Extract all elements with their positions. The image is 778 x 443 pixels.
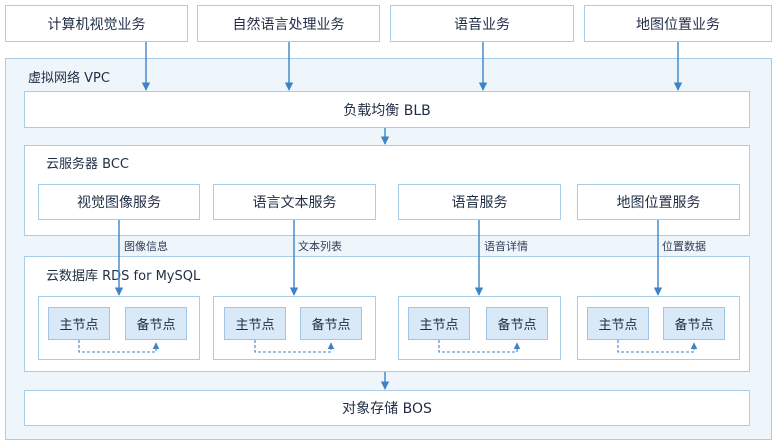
- business-map: 地图位置业务: [584, 5, 772, 42]
- edge-label-location-data: 位置数据: [662, 240, 706, 253]
- bcc-title: 云服务器 BCC: [46, 157, 129, 172]
- business-speech-label: 语音业务: [454, 16, 510, 33]
- vpc-title: 虚拟网络 VPC: [28, 71, 110, 86]
- backup-node-1: 备节点: [125, 307, 187, 340]
- blb-box: 负载均衡 BLB: [24, 91, 750, 128]
- backup-node-4: 备节点: [663, 307, 725, 340]
- service-map-label: 地图位置服务: [616, 195, 701, 211]
- primary-node-1: 主节点: [48, 307, 110, 340]
- backup-node-3: 备节点: [486, 307, 548, 340]
- service-speech-label: 语音服务: [451, 195, 508, 211]
- business-cv-label: 计算机视觉业务: [47, 16, 146, 33]
- backup-node-2-label: 备节点: [311, 318, 351, 333]
- service-text: 语言文本服务: [213, 184, 376, 220]
- edge-label-text-list: 文本列表: [298, 240, 342, 253]
- backup-node-3-label: 备节点: [497, 318, 537, 333]
- edge-label-image-info: 图像信息: [124, 240, 168, 253]
- primary-node-2-label: 主节点: [235, 318, 275, 333]
- primary-node-4: 主节点: [587, 307, 649, 340]
- bos-box: 对象存储 BOS: [24, 390, 750, 426]
- business-nlp: 自然语言处理业务: [197, 5, 380, 42]
- service-vision: 视觉图像服务: [38, 184, 200, 220]
- edge-label-speech-detail: 语音详情: [484, 240, 528, 253]
- primary-node-2: 主节点: [224, 307, 286, 340]
- business-nlp-label: 自然语言处理业务: [232, 16, 345, 33]
- primary-node-4-label: 主节点: [598, 318, 638, 333]
- backup-node-4-label: 备节点: [674, 318, 714, 333]
- primary-node-3: 主节点: [408, 307, 470, 340]
- backup-node-1-label: 备节点: [136, 318, 176, 333]
- primary-node-3-label: 主节点: [419, 318, 459, 333]
- service-speech: 语音服务: [398, 184, 561, 220]
- service-text-label: 语言文本服务: [252, 195, 337, 211]
- blb-label: 负载均衡 BLB: [343, 102, 431, 119]
- business-map-label: 地图位置业务: [636, 16, 720, 33]
- bos-label: 对象存储 BOS: [342, 401, 432, 417]
- backup-node-2: 备节点: [300, 307, 362, 340]
- primary-node-1-label: 主节点: [59, 318, 99, 333]
- rds-title: 云数据库 RDS for MySQL: [46, 269, 201, 284]
- business-speech: 语音业务: [390, 5, 574, 42]
- service-vision-label: 视觉图像服务: [77, 195, 161, 211]
- service-map: 地图位置服务: [577, 184, 740, 220]
- business-cv: 计算机视觉业务: [5, 5, 188, 42]
